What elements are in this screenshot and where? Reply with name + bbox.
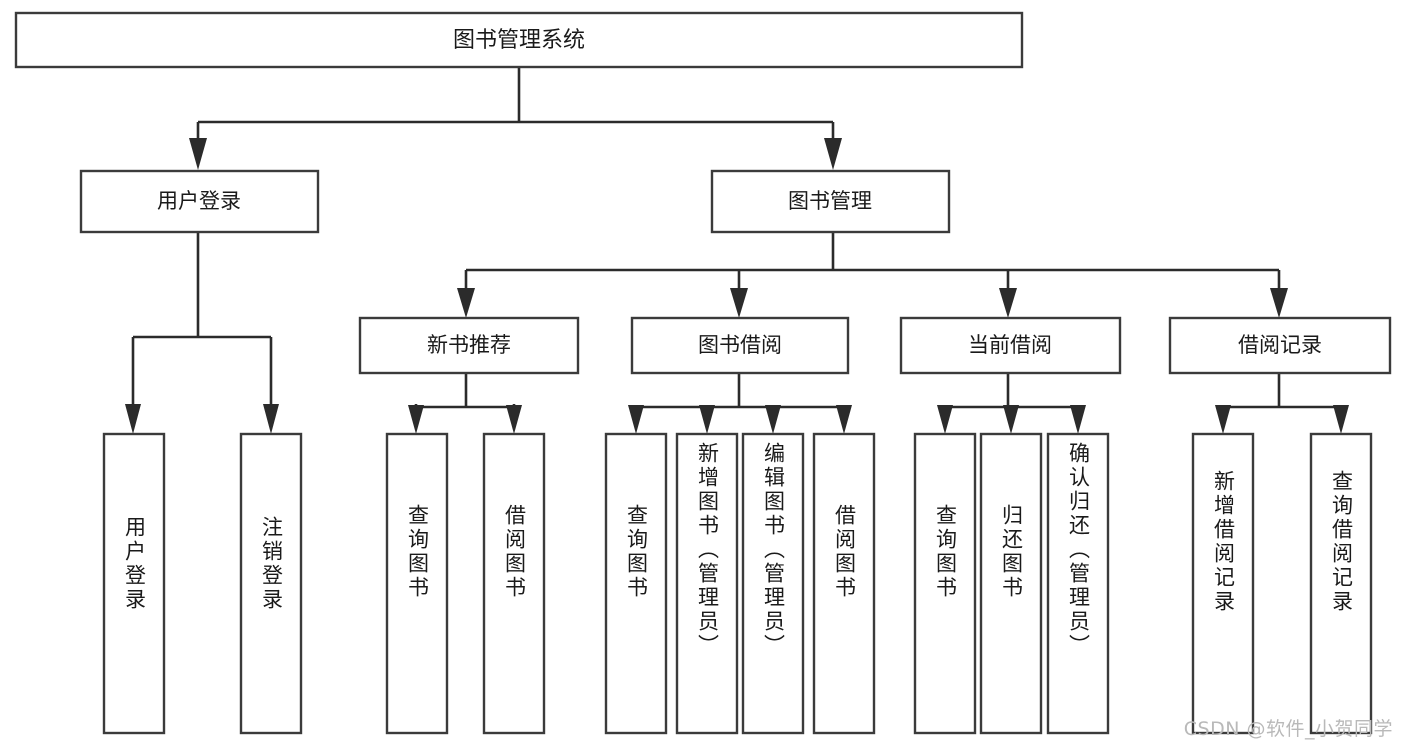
arrow-leaf-12	[1215, 405, 1231, 434]
node-box-user-login[interactable]	[79, 169, 320, 234]
arrow-leaf-3	[408, 405, 424, 434]
node-box-leaf-query-book-3[interactable]	[913, 432, 977, 735]
arrow-to-new-book-rec	[457, 288, 475, 318]
node-label-book-management: 图书管理	[788, 189, 872, 213]
arrow-to-borrow-record	[1270, 288, 1288, 318]
arrow-leaf-1	[125, 404, 141, 434]
arrow-leaf-2	[263, 404, 279, 434]
node-box-leaf-logout[interactable]	[239, 432, 303, 735]
node-box-leaf-add-borrow-record[interactable]	[1191, 432, 1255, 735]
node-box-leaf-query-book-1[interactable]	[385, 432, 449, 735]
arrow-leaf-6	[699, 405, 715, 434]
node-box-leaf-return-book[interactable]	[979, 432, 1043, 735]
node-box-leaf-borrow-book-2[interactable]	[812, 432, 876, 735]
arrow-leaf-7	[765, 405, 781, 434]
node-label-book-borrow: 图书借阅	[698, 333, 782, 357]
arrow-to-user-login	[189, 138, 207, 170]
arrow-leaf-5	[628, 405, 644, 434]
node-box-book-borrow[interactable]	[630, 316, 850, 375]
node-label-root: 图书管理系统	[453, 28, 585, 53]
node-box-root[interactable]	[14, 11, 1024, 69]
node-label-user-login: 用户登录	[157, 189, 241, 213]
node-box-new-book-recommend[interactable]	[358, 316, 580, 375]
node-box-leaf-query-borrow-record[interactable]	[1309, 432, 1373, 735]
node-box-leaf-borrow-book-1[interactable]	[482, 432, 546, 735]
arrow-leaf-4	[506, 405, 522, 434]
arrow-to-book-mgmt	[824, 138, 842, 170]
node-box-leaf-add-book-admin[interactable]	[675, 432, 739, 735]
arrow-leaf-11	[1070, 405, 1086, 434]
node-label-borrow-record: 借阅记录	[1238, 333, 1322, 357]
node-box-leaf-confirm-return-admin[interactable]	[1046, 432, 1110, 735]
arrow-leaf-9	[937, 405, 953, 434]
node-box-leaf-edit-book-admin[interactable]	[741, 432, 805, 735]
node-label-new-book-recommend: 新书推荐	[427, 333, 511, 357]
arrow-leaf-8	[836, 405, 852, 434]
node-box-leaf-user-login[interactable]	[102, 432, 166, 735]
nodes-layer: 图书管理系统 用户登录 图书管理 新书推荐 图书借阅 当前借阅 借阅记录	[14, 11, 1392, 735]
watermark: CSDN @软件_小贺同学	[1183, 718, 1393, 740]
arrow-leaf-10	[1003, 405, 1019, 434]
node-box-leaf-query-book-2[interactable]	[604, 432, 668, 735]
node-label-current-borrow: 当前借阅	[968, 333, 1052, 357]
edges-layer	[125, 67, 1349, 434]
node-box-book-management[interactable]	[710, 169, 951, 234]
arrow-to-current-borrow	[999, 288, 1017, 318]
arrow-leaf-13	[1333, 405, 1349, 434]
arrow-to-book-borrow	[730, 288, 748, 318]
node-box-current-borrow[interactable]	[899, 316, 1122, 375]
node-box-borrow-record[interactable]	[1168, 316, 1392, 375]
